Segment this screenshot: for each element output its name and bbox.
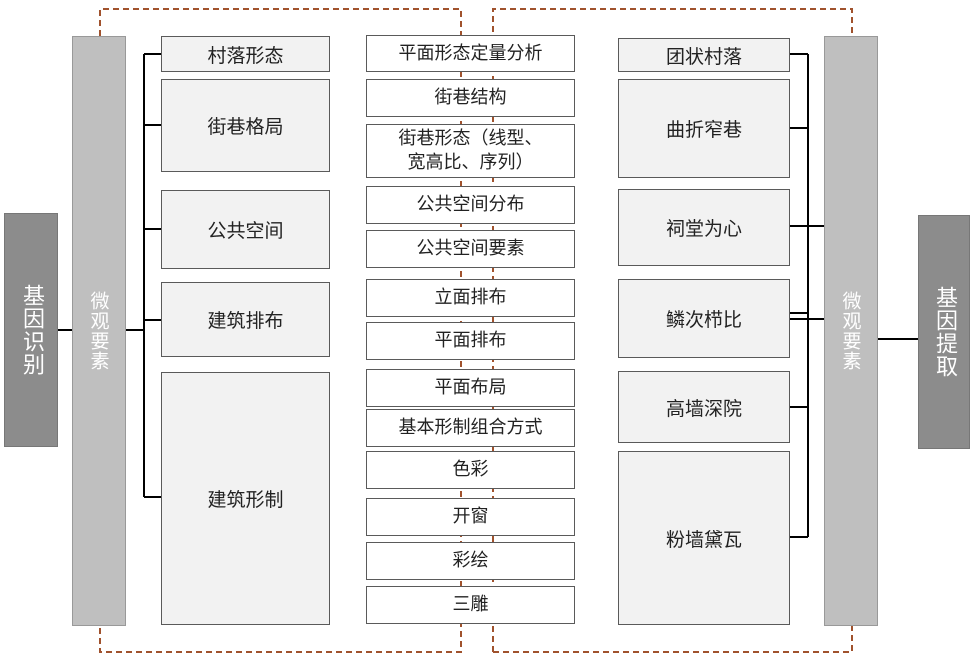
center-item: 三雕: [366, 586, 575, 624]
right-micro-column: 微观要素: [824, 36, 878, 626]
center-item: 街巷形态（线型、宽高比、序列）: [366, 124, 575, 178]
right-item-cluster-village: 团状村落: [618, 38, 790, 72]
left-item-building-form: 建筑形制: [161, 372, 330, 625]
left-item-building-layout: 建筑排布: [161, 282, 330, 357]
right-item-winding-lane: 曲折窄巷: [618, 79, 790, 178]
center-item: 平面布局: [366, 369, 575, 407]
left-item-public-space: 公共空间: [161, 190, 330, 269]
left-micro-column: 微观要素: [72, 36, 126, 626]
right-item-high-walls: 高墙深院: [618, 371, 790, 443]
center-item: 基本形制组合方式: [366, 409, 575, 447]
center-item: 公共空间分布: [366, 186, 575, 224]
left-item-street-pattern: 街巷格局: [161, 79, 330, 172]
left-edge-box: 基因识别: [4, 213, 58, 447]
right-edge-box: 基因提取: [918, 215, 970, 449]
center-item: 街巷结构: [366, 79, 575, 117]
center-item: 平面形态定量分析: [366, 35, 575, 72]
left-item-village-form: 村落形态: [161, 36, 330, 72]
right-item-white-walls: 粉墙黛瓦: [618, 451, 790, 625]
center-item: 彩绘: [366, 542, 575, 580]
center-item: 公共空间要素: [366, 230, 575, 268]
center-item: 开窗: [366, 498, 575, 536]
right-dashed-frame-bottom: [493, 626, 853, 653]
left-dashed-frame: [99, 8, 462, 653]
right-item-row-upon-row: 鳞次栉比: [618, 279, 790, 358]
center-item: 色彩: [366, 451, 575, 489]
center-item: 平面排布: [366, 322, 575, 360]
right-item-ancestral-hall: 祠堂为心: [618, 189, 790, 266]
center-item: 立面排布: [366, 279, 575, 317]
